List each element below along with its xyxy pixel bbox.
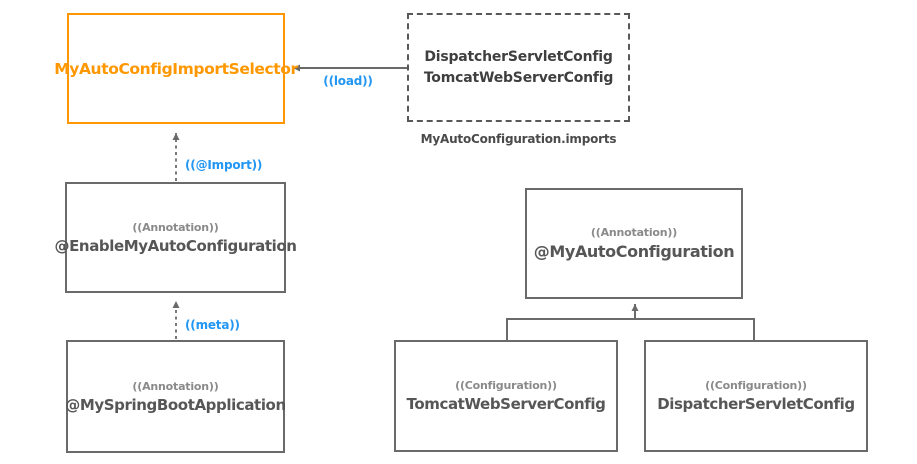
node-stereotype: ((Configuration)) xyxy=(455,379,557,392)
node-label: @EnableMyAutoConfiguration xyxy=(54,236,297,255)
imports-caption: MyAutoConfiguration.imports xyxy=(420,132,617,146)
node-dispatcher-servlet-config: ((Configuration)) DispatcherServletConfi… xyxy=(644,340,868,452)
node-my-spring-boot-application: ((Annotation)) @MySpringBootApplication xyxy=(65,340,286,453)
node-my-auto-config-import-selector: MyAutoConfigImportSelector xyxy=(54,13,298,124)
node-label: @MyAutoConfiguration xyxy=(533,242,735,261)
node-my-auto-configuration: ((Annotation)) @MyAutoConfiguration xyxy=(525,188,743,299)
node-label: DispatcherServletConfig xyxy=(657,395,855,413)
edge-label-import: ((@Import)) xyxy=(185,158,263,172)
node-stereotype: ((Annotation)) xyxy=(132,379,219,393)
node-imports-file: DispatcherServletConfig TomcatWebServerC… xyxy=(407,13,630,122)
node-label: MyAutoConfigImportSelector xyxy=(54,59,298,78)
edge-label-meta: ((meta)) xyxy=(185,318,240,332)
node-label: @MySpringBootApplication xyxy=(65,395,286,414)
edge-label-load: ((load)) xyxy=(323,74,373,88)
imports-line-2: TomcatWebServerConfig xyxy=(423,69,614,86)
node-enable-my-auto-configuration: ((Annotation)) @EnableMyAutoConfiguratio… xyxy=(54,182,297,293)
node-tomcat-web-server-config: ((Configuration)) TomcatWebServerConfig xyxy=(394,340,618,452)
node-stereotype: ((Configuration)) xyxy=(705,379,807,392)
edge-tree-bracket xyxy=(506,318,755,341)
imports-line-1: DispatcherServletConfig xyxy=(424,49,613,66)
node-stereotype: ((Annotation)) xyxy=(590,226,678,239)
node-stereotype: ((Annotation)) xyxy=(132,220,219,234)
node-label: TomcatWebServerConfig xyxy=(406,395,606,413)
